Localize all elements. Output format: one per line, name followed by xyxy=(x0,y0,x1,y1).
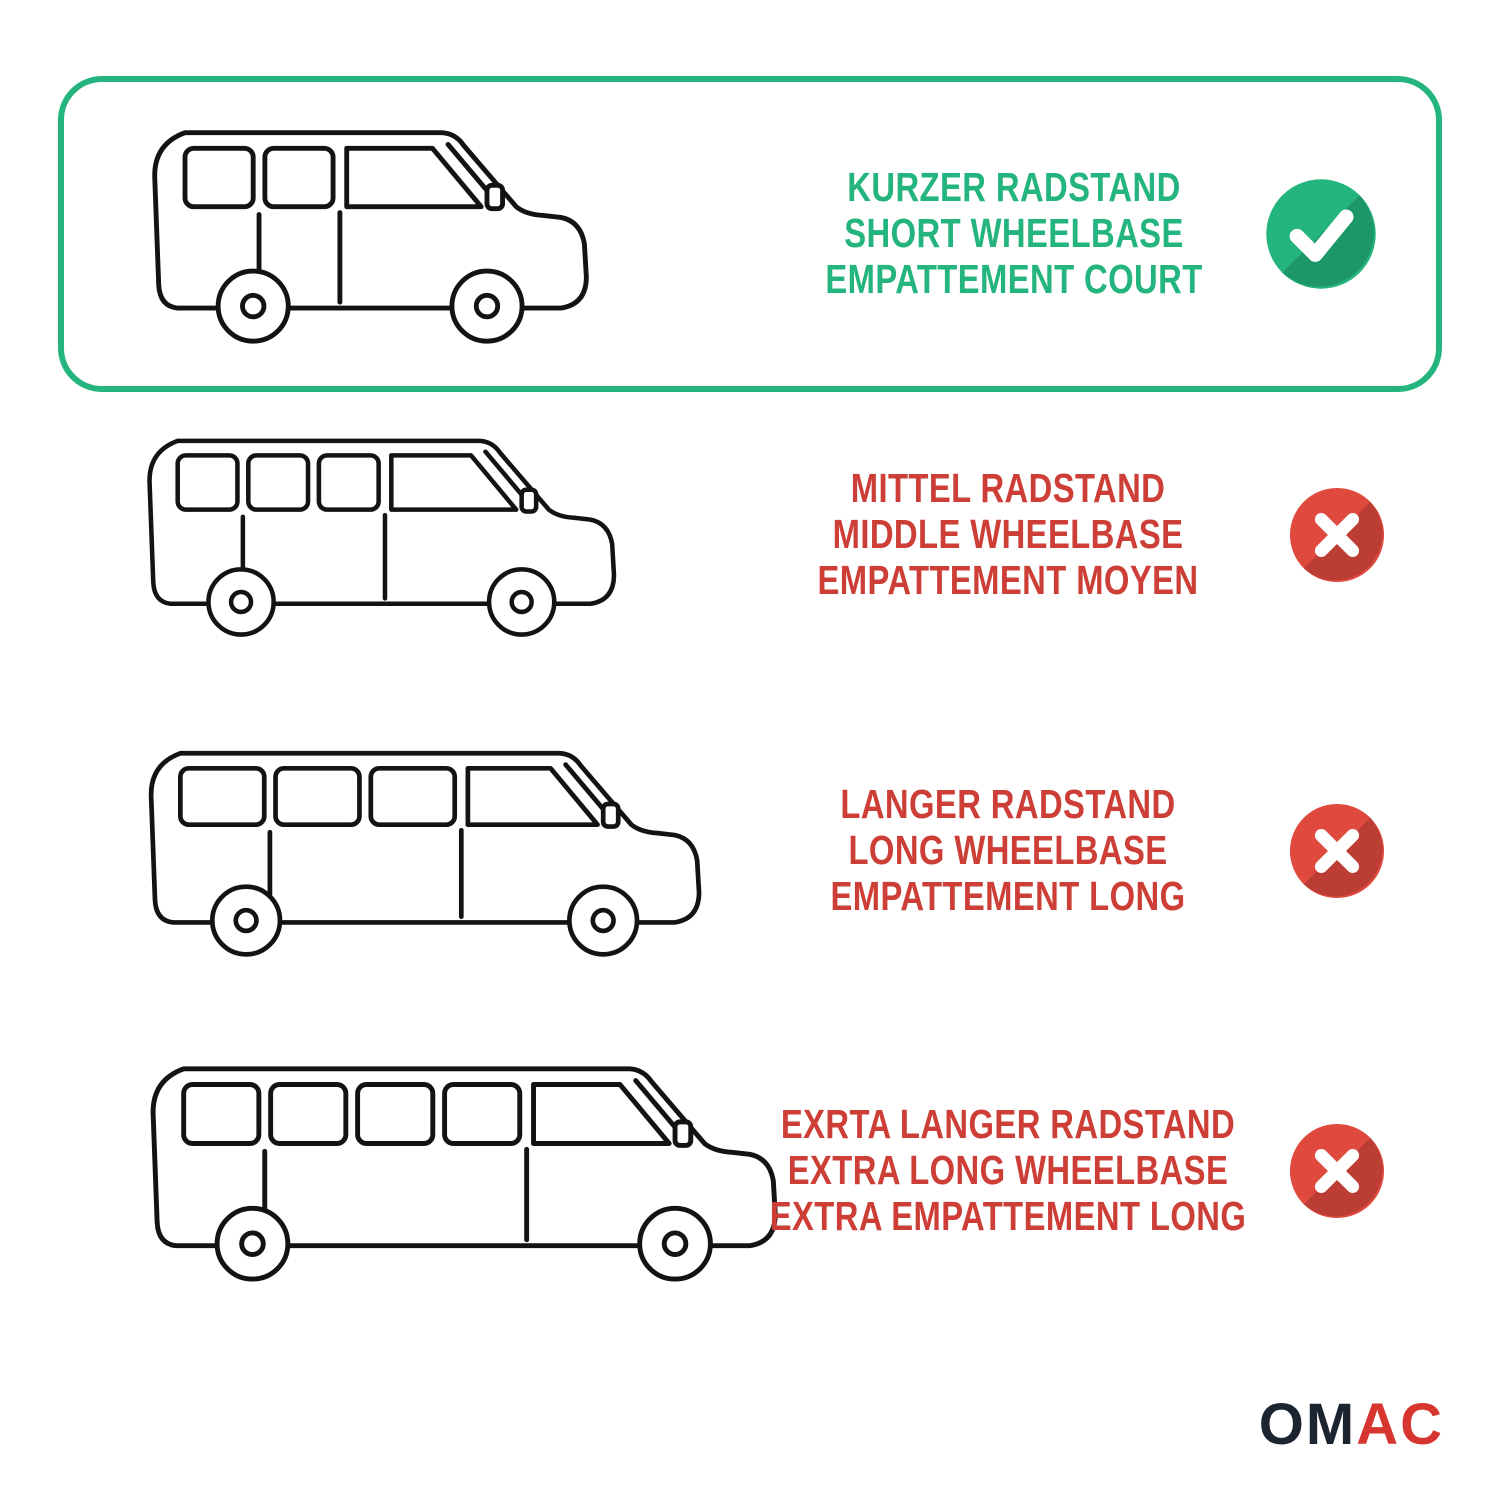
option-row-short-wheelbase: KURZER RADSTAND SHORT WHEELBASE EMPATTEM… xyxy=(58,76,1442,392)
option-label-extra-long: EXRTA LANGER RADSTAND EXTRA LONG WHEELBA… xyxy=(698,1101,1318,1240)
label-line: EXRTA LANGER RADSTAND xyxy=(780,1101,1236,1148)
option-row-middle-wheelbase: MITTEL RADSTAND MIDDLE WHEELBASE EMPATTE… xyxy=(58,422,1442,648)
label-line: EMPATTEMENT MOYEN xyxy=(817,556,1199,603)
check-icon xyxy=(1264,177,1378,291)
option-row-extra-long-wheelbase: EXRTA LANGER RADSTAND EXTRA LONG WHEELBA… xyxy=(58,1042,1442,1300)
label-line: SHORT WHEELBASE xyxy=(844,210,1184,257)
label-line: LONG WHEELBASE xyxy=(848,827,1168,874)
label-line: EMPATTEMENT COURT xyxy=(825,255,1203,302)
label-line: MIDDLE WHEELBASE xyxy=(832,511,1184,558)
option-label-middle: MITTEL RADSTAND MIDDLE WHEELBASE EMPATTE… xyxy=(698,465,1318,604)
brand-logo-red-part: AC xyxy=(1356,1392,1444,1457)
option-label-short: KURZER RADSTAND SHORT WHEELBASE EMPATTEM… xyxy=(704,164,1324,303)
cross-icon xyxy=(1288,802,1386,900)
label-line: EXTRA LONG WHEELBASE xyxy=(787,1147,1229,1194)
van-illustration-short xyxy=(110,121,594,347)
label-line: LANGER RADSTAND xyxy=(840,781,1176,828)
option-label-long: LANGER RADSTAND LONG WHEELBASE EMPATTEME… xyxy=(698,781,1318,920)
van-illustration-long xyxy=(108,742,707,960)
van-illustration-extra-long xyxy=(108,1057,783,1285)
brand-logo: OMAC xyxy=(1259,1396,1444,1454)
option-row-long-wheelbase: LANGER RADSTAND LONG WHEELBASE EMPATTEME… xyxy=(58,732,1442,970)
cross-icon xyxy=(1288,1122,1386,1220)
van-illustration-middle xyxy=(108,430,621,640)
brand-logo-dark-part: OM xyxy=(1258,1392,1357,1457)
cross-icon xyxy=(1288,486,1386,584)
label-line: KURZER RADSTAND xyxy=(847,164,1181,211)
label-line: EMPATTEMENT LONG xyxy=(830,872,1186,919)
label-line: MITTEL RADSTAND xyxy=(850,465,1166,512)
label-line: EXTRA EMPATTEMENT LONG xyxy=(769,1192,1247,1239)
